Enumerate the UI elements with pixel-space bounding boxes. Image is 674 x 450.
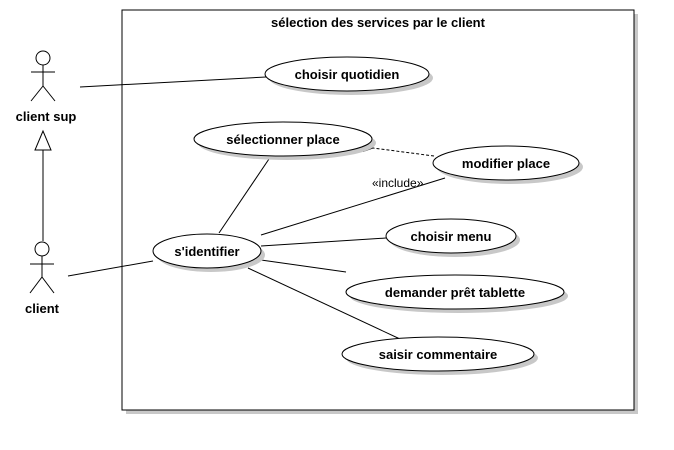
use-case-demander-pret-tablette: demander prêt tablette	[345, 274, 568, 313]
use-case-modifier-place: modifier place	[432, 145, 583, 184]
use-case-label: saisir commentaire	[379, 347, 498, 362]
association-identifier-saisir-commentaire	[247, 267, 401, 340]
actor-client-sup: client sup	[16, 50, 77, 124]
association-identifier-demander-pret	[260, 259, 347, 273]
include-dependency-arrow	[373, 148, 435, 157]
generalization-client-to-client-sup	[34, 129, 52, 241]
use-case-label: choisir menu	[411, 229, 492, 244]
use-case-label: s'identifier	[174, 244, 239, 259]
use-case-selectionner-place: sélectionner place	[193, 121, 376, 160]
include-stereotype-label: «include»	[372, 176, 424, 190]
actor-label-client: client	[25, 301, 60, 316]
use-case-saisir-commentaire: saisir commentaire	[341, 336, 538, 375]
use-case-choisir-menu: choisir menu	[385, 218, 520, 257]
system-title: sélection des services par le client	[271, 15, 486, 30]
use-case-s-identifier: s'identifier	[152, 233, 265, 272]
associations: «include»	[67, 76, 446, 340]
actor-client: client	[25, 241, 60, 316]
association-clientsup-choisir-quotidien	[79, 76, 267, 88]
use-case-label: modifier place	[462, 156, 550, 171]
use-case-choisir-quotidien: choisir quotidien	[264, 56, 433, 95]
association-identifier-modifier	[260, 177, 446, 236]
actor-label-client-sup: client sup	[16, 109, 77, 124]
use-case-label: sélectionner place	[226, 132, 339, 147]
use-case-label: demander prêt tablette	[385, 285, 525, 300]
association-identifier-choisir-menu	[260, 237, 387, 247]
stick-figure-icon	[30, 50, 56, 102]
stick-figure-icon	[29, 241, 55, 294]
use-case-label: choisir quotidien	[295, 67, 400, 82]
association-identifier-selectionner	[218, 155, 272, 234]
association-client-s-identifier	[67, 260, 154, 277]
